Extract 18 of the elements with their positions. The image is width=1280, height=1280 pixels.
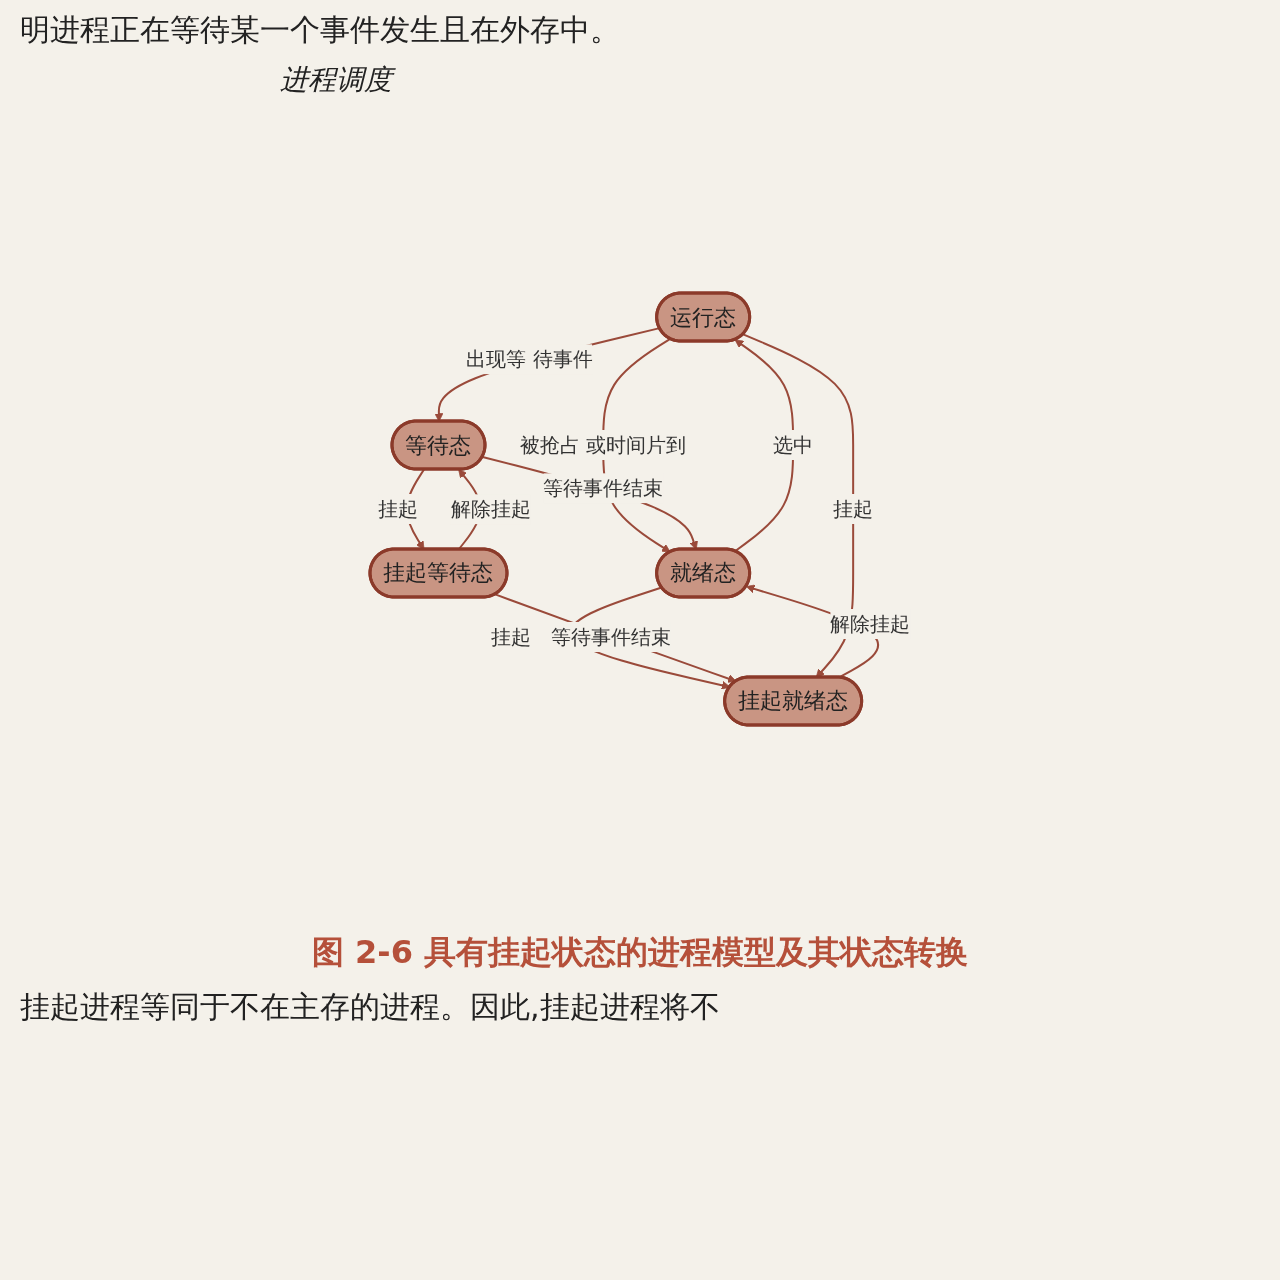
edge-label: 等待事件结束	[550, 625, 671, 649]
edge-label: 解除挂起	[450, 497, 531, 522]
arrow	[733, 339, 794, 553]
arrow	[481, 455, 698, 550]
edge-label: 挂起	[832, 497, 873, 521]
arrow	[494, 593, 737, 683]
edge-label: 挂起	[378, 497, 419, 521]
figure-caption: 图 2-6 具有挂起状态的进程模型及其状态转换	[310, 932, 970, 973]
arrow	[742, 333, 854, 678]
edge-label: 等待事件结束	[543, 476, 664, 501]
edge-label: 出现等 待事件	[466, 347, 593, 372]
body-text: 挂起进程等同于不在主存的进程。因此,挂起进程将不	[20, 988, 721, 1026]
edge-label: 挂起	[490, 625, 531, 649]
handwritten-note: 进程调度	[280, 61, 1260, 99]
edge-label: 解除挂起	[830, 612, 911, 637]
edge-label: 被抢占 或时间片到	[519, 433, 687, 457]
edge-label: 选中	[772, 433, 813, 457]
body-text: 明进程正在等待某一个事件发生且在外存中。	[20, 11, 621, 49]
